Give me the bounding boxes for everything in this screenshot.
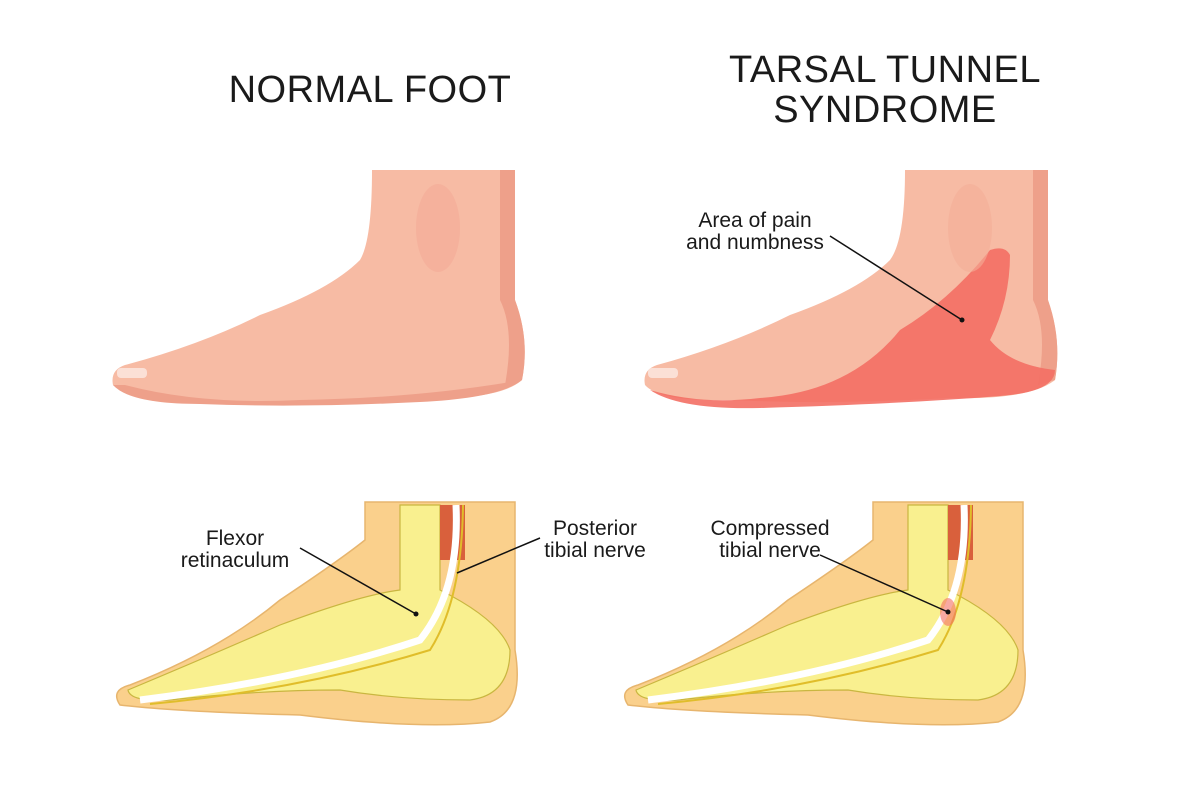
tarsal-title-line1: TARSAL TUNNEL <box>729 49 1041 91</box>
pain-area-label: Area of pain and numbness <box>675 210 835 254</box>
pain-label-line2: and numbness <box>686 231 824 254</box>
tarsal-foot <box>644 170 1058 409</box>
flexor-label-line1: Flexor <box>205 527 265 550</box>
normal-foot <box>112 170 525 406</box>
tarsal-tunnel-title: TARSAL TUNNEL SYNDROME <box>720 50 1050 130</box>
posterior-label-line2: tibial nerve <box>544 539 646 562</box>
normal-anatomy <box>115 501 541 726</box>
compressed-label-line1: Compressed <box>710 517 830 540</box>
flexor-retinaculum-label: Flexor retinaculum <box>170 528 300 572</box>
flexor-label-line2: retinaculum <box>180 549 290 572</box>
compressed-tibial-nerve-label: Compressed tibial nerve <box>700 518 840 562</box>
tarsal-anatomy <box>623 501 1026 726</box>
posterior-tibial-nerve-label: Posterior tibial nerve <box>530 518 660 562</box>
pain-label-line1: Area of pain <box>698 209 812 232</box>
compressed-label-line2: tibial nerve <box>719 539 821 562</box>
posterior-label-line1: Posterior <box>552 517 638 540</box>
normal-foot-title: NORMAL FOOT <box>228 69 512 111</box>
tarsal-title-line2: SYNDROME <box>773 89 997 131</box>
